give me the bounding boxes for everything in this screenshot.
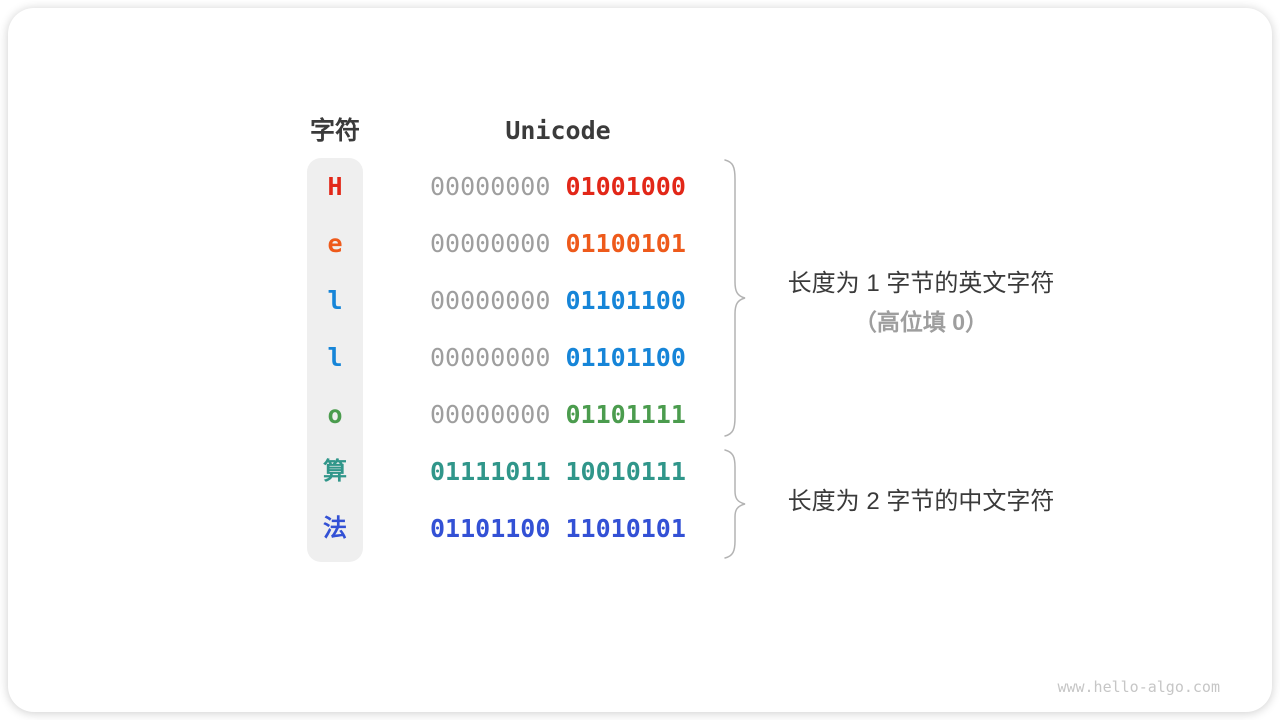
character-cell: 法 [323, 515, 347, 542]
low-byte: 01001000 [565, 172, 686, 201]
unicode-column-header: Unicode [505, 116, 611, 145]
annotation-chinese-chars: 长度为 2 字节的中文字符 [766, 482, 1076, 521]
character-cell: H [327, 172, 343, 201]
annotation-english-line2: （高位填 0） [853, 309, 989, 335]
character-cell: l [327, 343, 343, 372]
unicode-binary: 01111011 10010111 [430, 443, 686, 500]
unicode-binary: 00000000 01101111 [430, 386, 686, 443]
annotation-english-line1: 长度为 1 字节的英文字符 [787, 270, 1055, 297]
high-byte: 00000000 [430, 343, 551, 372]
high-byte: 00000000 [430, 400, 551, 429]
low-byte: 01101111 [565, 400, 686, 429]
low-byte: 01101100 [565, 286, 686, 315]
brace-english-group [722, 159, 748, 437]
character-cell: e [327, 229, 343, 258]
table-row: l 00000000 01101100 [0, 329, 1280, 386]
high-byte: 01111011 [430, 457, 551, 486]
high-byte: 00000000 [430, 172, 551, 201]
high-byte: 00000000 [430, 286, 551, 315]
diagram-card [8, 8, 1272, 712]
low-byte: 11010101 [565, 514, 686, 543]
low-byte: 10010111 [565, 457, 686, 486]
character-cell: l [327, 286, 343, 315]
annotation-english-chars: 长度为 1 字节的英文字符 （高位填 0） [766, 264, 1076, 342]
low-byte: 01100101 [565, 229, 686, 258]
unicode-binary: 00000000 01100101 [430, 215, 686, 272]
unicode-binary: 00000000 01001000 [430, 158, 686, 215]
char-column-header: 字符 [309, 117, 360, 145]
table-row: l 00000000 01101100 [0, 272, 1280, 329]
high-byte: 00000000 [430, 229, 551, 258]
low-byte: 01101100 [565, 343, 686, 372]
table-row: H 00000000 01001000 [0, 158, 1280, 215]
annotation-chinese-line1: 长度为 2 字节的中文字符 [787, 488, 1055, 515]
unicode-binary: 00000000 01101100 [430, 272, 686, 329]
high-byte: 01101100 [430, 514, 551, 543]
char-column-background [307, 158, 363, 562]
table-row: 算 01111011 10010111 [0, 443, 1280, 500]
table-row: 法 01101100 11010101 [0, 500, 1280, 557]
unicode-binary: 01101100 11010101 [430, 500, 686, 557]
site-watermark: www.hello-algo.com [1057, 678, 1220, 696]
character-cell: 算 [323, 458, 347, 485]
table-row: o 00000000 01101111 [0, 386, 1280, 443]
brace-chinese-group [722, 449, 748, 559]
unicode-binary: 00000000 01101100 [430, 329, 686, 386]
table-row: e 00000000 01100101 [0, 215, 1280, 272]
character-cell: o [327, 400, 343, 429]
